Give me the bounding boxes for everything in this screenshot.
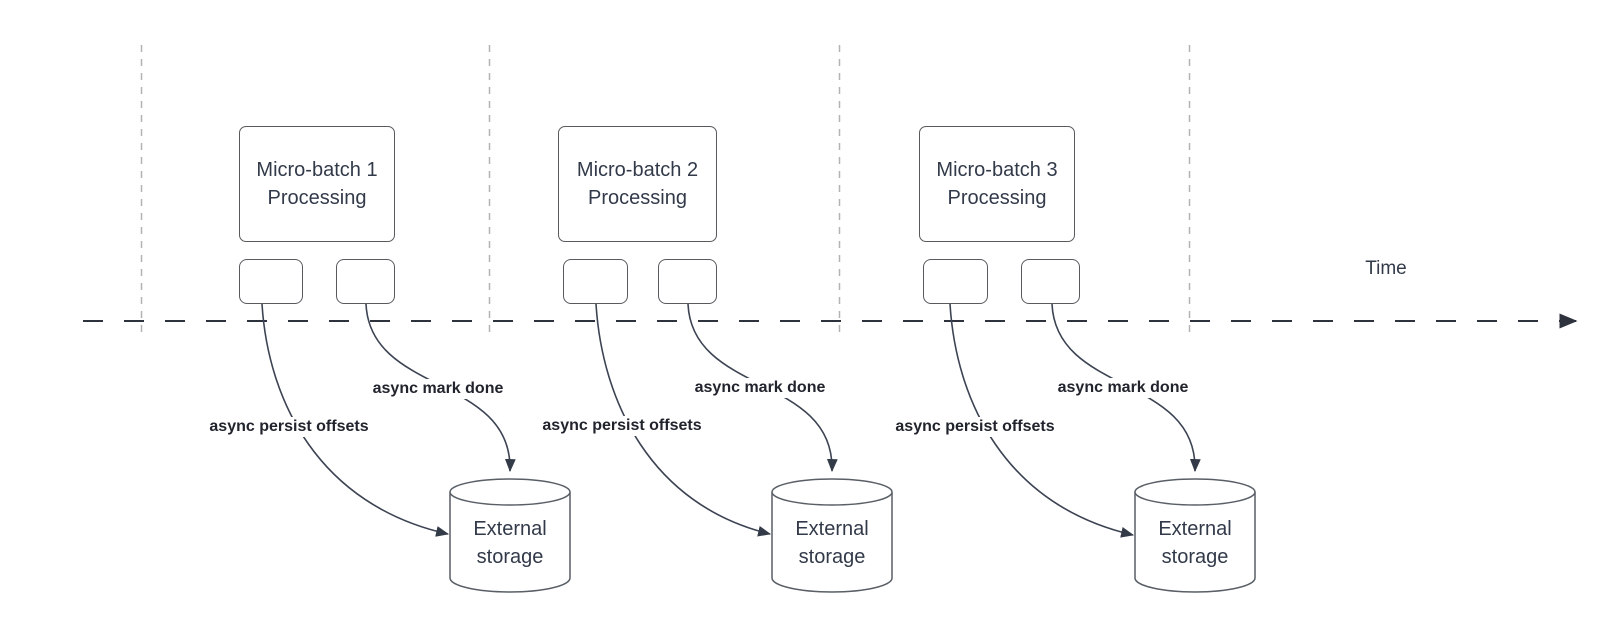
mark-done-label-1: async mark done xyxy=(369,379,507,399)
microbatch-2-title-line1: Micro-batch 2 xyxy=(576,159,699,181)
persist-offsets-label-3: async persist offsets xyxy=(892,417,1058,437)
persist-offsets-arrow-3 xyxy=(949,303,1135,538)
microbatch-3-title-line1: Micro-batch 3 xyxy=(936,159,1058,181)
persist-offsets-task-box-3 xyxy=(923,259,988,304)
external-storage-label-1-line2: storage xyxy=(476,546,544,568)
mark-done-label-2: async mark done xyxy=(691,378,829,398)
external-storage-label-3-line1: External xyxy=(1158,518,1232,540)
microbatch-1-title-line1: Micro-batch 1 xyxy=(256,159,378,181)
mark-done-task-box-3 xyxy=(1021,259,1080,304)
microbatch-3-processing-box: Micro-batch 3 Processing xyxy=(919,126,1075,242)
persist-offsets-arrow-1 xyxy=(261,303,450,537)
mark-done-label-3: async mark done xyxy=(1054,378,1192,398)
microbatch-1-title-line2: Processing xyxy=(267,187,367,209)
external-storage-label-2: External storage xyxy=(795,515,868,571)
mark-done-task-box-1 xyxy=(336,259,395,304)
microbatch-2-title-line2: Processing xyxy=(588,187,687,209)
persist-offsets-task-box-2 xyxy=(563,259,628,304)
persist-offsets-task-box-1 xyxy=(239,259,303,304)
external-storage-label-2-line2: storage xyxy=(798,546,866,568)
persist-offsets-label-1: async persist offsets xyxy=(206,417,372,437)
persist-offsets-label-2: async persist offsets xyxy=(539,416,705,436)
microbatch-1-processing-box: Micro-batch 1 Processing xyxy=(239,126,395,242)
external-storage-label-1: External storage xyxy=(473,515,546,571)
external-storage-cylinder-3 xyxy=(1134,478,1256,593)
external-storage-label-3-line2: storage xyxy=(1161,546,1229,568)
external-storage-cylinder-1 xyxy=(449,478,571,593)
persist-offsets-arrow-2 xyxy=(595,303,772,537)
external-storage-cylinder-2 xyxy=(771,478,893,593)
mark-done-task-box-2 xyxy=(658,259,717,304)
external-storage-label-2-line1: External xyxy=(795,518,869,540)
external-storage-label-1-line1: External xyxy=(473,518,547,540)
time-axis-label: Time xyxy=(1365,258,1407,279)
microbatch-2-processing-box: Micro-batch 2 Processing xyxy=(558,126,717,242)
external-storage-label-3: External storage xyxy=(1158,515,1231,571)
microbatch-3-title-line2: Processing xyxy=(947,187,1047,209)
